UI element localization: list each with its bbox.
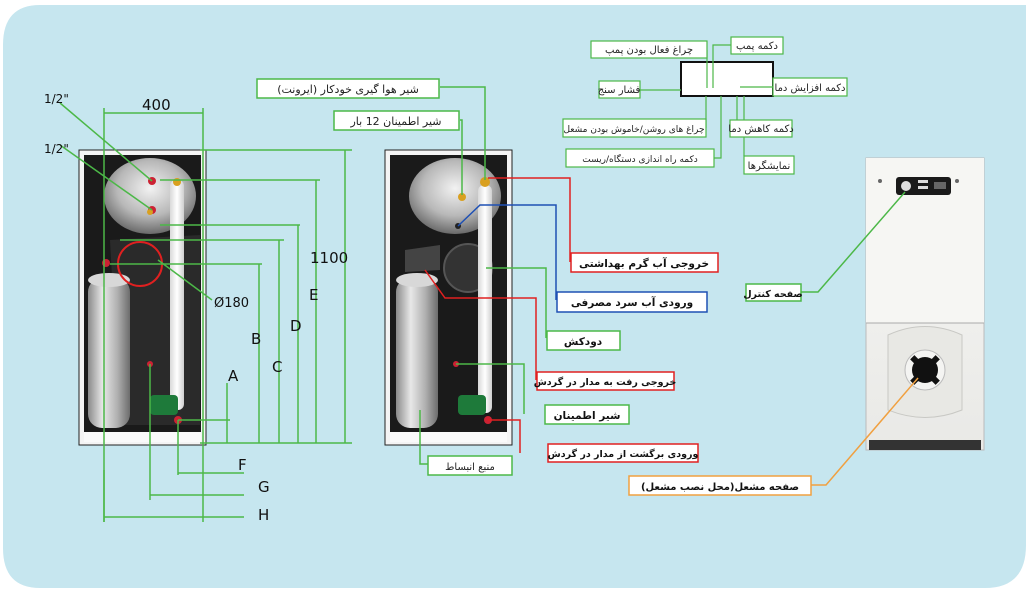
dim-letter-g: G <box>258 478 270 496</box>
right-connector-lines <box>801 191 919 486</box>
callout-circuit-flow-outlet: خروجی رفت به مدار در گردش <box>534 371 677 391</box>
label-pump-button-text: دکمه پمپ <box>736 41 778 52</box>
callout-safety-valve: شیر اطمینان <box>544 404 630 425</box>
callout-auto-air-vent: شیر هوا گیری خودکار (ایرونت) <box>256 78 440 99</box>
callout-flue: دودکش <box>546 330 621 351</box>
label-temp-increase-button-text: دکمه افزایش دما <box>775 83 846 94</box>
callout-burner-plate-text: صفحه مشعل(محل نصب مشعل) <box>641 482 799 493</box>
label-startup-reset-button-text: دکمه راه اندازی دستگاه/ریست <box>582 153 698 165</box>
dim-letter-e: E <box>309 286 318 304</box>
label-pressure-gauge: فشار سنج <box>598 80 641 99</box>
callout-hot-water-outlet-text: خروجی آب گرم بهداشتی <box>579 257 709 270</box>
callout-circuit-return-inlet: ورودی برگشت از مدار در گردش <box>547 443 699 463</box>
callout-cold-water-inlet-text: ورودی آب سرد مصرفی <box>571 296 693 309</box>
pipe-size-top-label: 1/2" <box>44 92 69 106</box>
width-dimension-label: 400 <box>142 96 171 114</box>
pipe-size-second-label: 1/2" <box>44 142 69 156</box>
dim-letter-b: B <box>251 330 261 348</box>
dimension-lines <box>59 102 352 522</box>
flue-diameter-label: Ø180 <box>214 296 249 311</box>
callout-control-panel-text: صفحه کنترل <box>743 289 802 300</box>
dim-letter-h: H <box>258 506 269 524</box>
label-burner-on-off-lights: چراغ های روشن/خاموش بودن مشعل <box>562 118 707 138</box>
label-pressure-gauge-text: فشار سنج <box>598 85 641 96</box>
callout-expansion-tank-text: منبع انبساط <box>445 462 495 473</box>
label-startup-reset-button: دکمه راه اندازی دستگاه/ریست <box>565 148 715 168</box>
label-pump-button: دکمه پمپ <box>730 36 784 55</box>
middle-connector-lines <box>419 86 571 465</box>
callout-burner-plate: صفحه مشعل(محل نصب مشعل) <box>628 475 812 496</box>
callout-auto-air-vent-text: شیر هوا گیری خودکار (ایرونت) <box>277 83 419 96</box>
callout-expansion-tank: منبع انبساط <box>427 455 513 476</box>
callout-safety-valve-text: شیر اطمینان <box>554 410 621 422</box>
callout-circuit-flow-outlet-text: خروجی رفت به مدار در گردش <box>534 376 677 388</box>
callout-hot-water-outlet: خروجی آب گرم بهداشتی <box>570 252 719 273</box>
label-pump-active-light-text: چراغ فعال بودن پمپ <box>605 45 693 56</box>
callout-circuit-return-inlet-text: ورودی برگشت از مدار در گردش <box>548 448 699 460</box>
dim-letter-d: D <box>290 317 302 335</box>
callout-cold-water-inlet: ورودی آب سرد مصرفی <box>556 291 708 313</box>
height-dimension-label: 1100 <box>310 249 348 267</box>
label-temp-increase-button: دکمه افزایش دما <box>772 77 848 97</box>
callout-control-panel: صفحه کنترل <box>743 283 803 302</box>
control-panel-schematic <box>680 61 774 97</box>
label-burner-on-off-lights-text: چراغ های روشن/خاموش بودن مشعل <box>563 125 704 135</box>
left-boiler-image <box>78 149 207 446</box>
right-boiler-image <box>865 157 985 451</box>
label-temp-decrease-button: دکمه کاهش دما <box>728 119 794 138</box>
dim-letter-c: C <box>272 358 282 376</box>
dim-letter-f: F <box>238 456 247 474</box>
label-displays: نمایشگرها <box>743 155 795 175</box>
label-displays-text: نمایشگرها <box>748 160 791 172</box>
label-pump-active-light: چراغ فعال بودن پمپ <box>590 40 708 59</box>
callout-flue-text: دودکش <box>564 336 603 348</box>
label-temp-decrease-button-text: دکمه کاهش دما <box>728 124 793 135</box>
dim-letter-a: A <box>228 367 239 385</box>
callout-safety-valve-12bar: شیر اطمینان 12 بار <box>333 110 460 131</box>
callout-safety-valve-12bar-text: شیر اطمینان 12 بار <box>349 115 441 128</box>
